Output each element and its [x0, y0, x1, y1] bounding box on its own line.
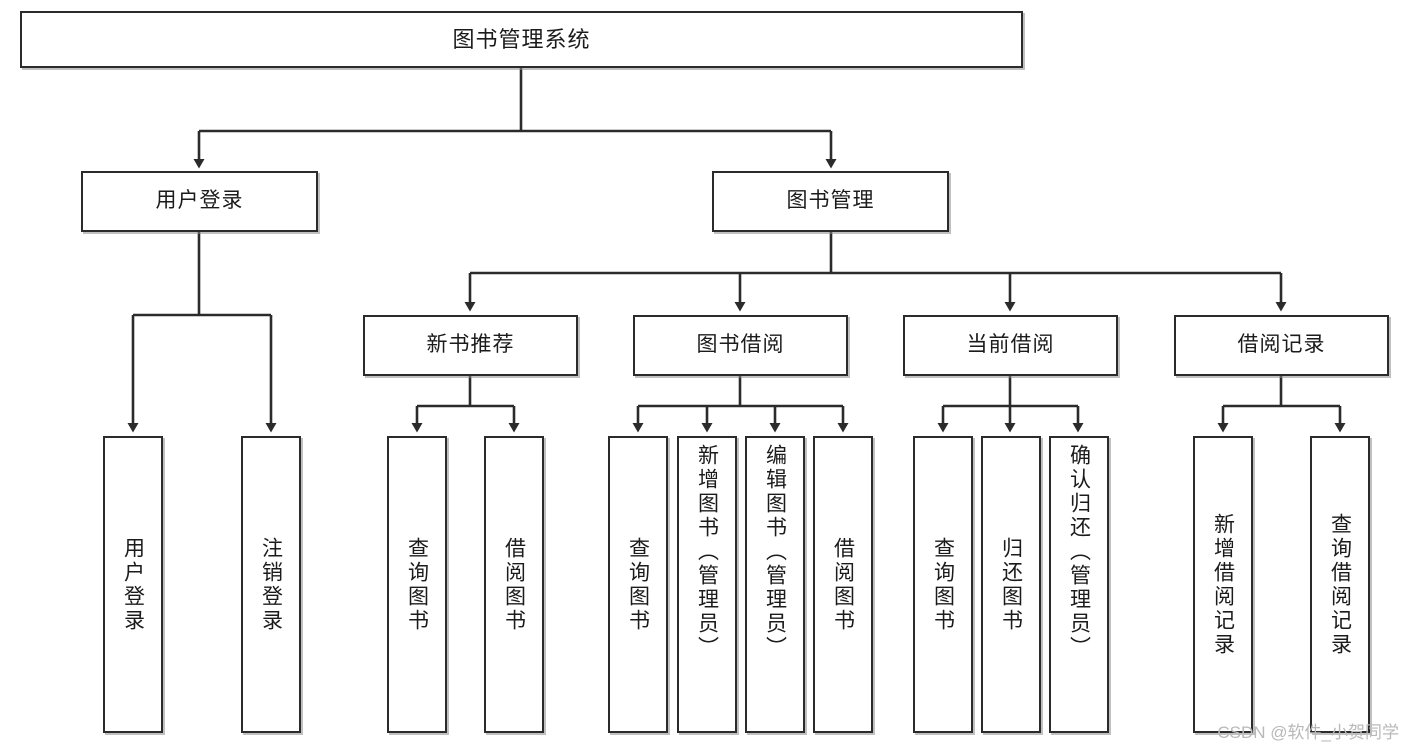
node-label: 借阅记录	[1237, 333, 1326, 357]
node-label: 查询图书	[405, 536, 429, 633]
leaf-confirm-return[interactable]: 确认归还（管理员）	[1049, 436, 1109, 733]
node-user-login[interactable]: 用户登录	[81, 171, 318, 232]
node-label: 注销登录	[259, 536, 283, 633]
node-label: 新增图书（管理员）	[695, 444, 719, 660]
node-label: 借阅图书	[502, 536, 526, 633]
leaf-query-book-3[interactable]: 查询图书	[913, 436, 973, 733]
leaf-logout-login[interactable]: 注销登录	[241, 436, 301, 733]
node-label: 新书推荐	[426, 333, 515, 357]
node-label: 查询图书	[931, 536, 955, 633]
node-label: 归还图书	[999, 536, 1023, 633]
node-label: 确认归还（管理员）	[1067, 444, 1091, 660]
node-book-management[interactable]: 图书管理	[712, 171, 949, 232]
node-book-borrow[interactable]: 图书借阅	[633, 315, 848, 376]
node-label: 用户登录	[121, 536, 145, 633]
leaf-query-record[interactable]: 查询借阅记录	[1310, 436, 1370, 733]
leaf-borrow-book-2[interactable]: 借阅图书	[813, 436, 873, 733]
node-label: 图书借阅	[696, 333, 785, 357]
node-label: 查询图书	[626, 536, 650, 633]
leaf-return-book[interactable]: 归还图书	[981, 436, 1041, 733]
leaf-query-book-2[interactable]: 查询图书	[608, 436, 668, 733]
node-label: 图书管理系统	[452, 26, 591, 52]
leaf-add-book[interactable]: 新增图书（管理员）	[677, 436, 737, 733]
node-root-book-management-system[interactable]: 图书管理系统	[20, 11, 1023, 68]
leaf-borrow-book-1[interactable]: 借阅图书	[484, 436, 544, 733]
leaf-user-login[interactable]: 用户登录	[103, 436, 163, 733]
leaf-edit-book[interactable]: 编辑图书（管理员）	[745, 436, 805, 733]
node-label: 新增借阅记录	[1211, 512, 1235, 657]
node-label: 借阅图书	[831, 536, 855, 633]
node-new-book-recommend[interactable]: 新书推荐	[363, 315, 578, 376]
node-label: 当前借阅	[966, 333, 1055, 357]
node-current-borrow[interactable]: 当前借阅	[903, 315, 1118, 376]
node-label: 图书管理	[786, 189, 875, 213]
node-label: 查询借阅记录	[1328, 512, 1352, 657]
node-borrow-record[interactable]: 借阅记录	[1174, 315, 1389, 376]
leaf-add-record[interactable]: 新增借阅记录	[1193, 436, 1253, 733]
node-label: 用户登录	[155, 189, 244, 213]
leaf-query-book-1[interactable]: 查询图书	[387, 436, 447, 733]
node-label: 编辑图书（管理员）	[763, 444, 787, 660]
